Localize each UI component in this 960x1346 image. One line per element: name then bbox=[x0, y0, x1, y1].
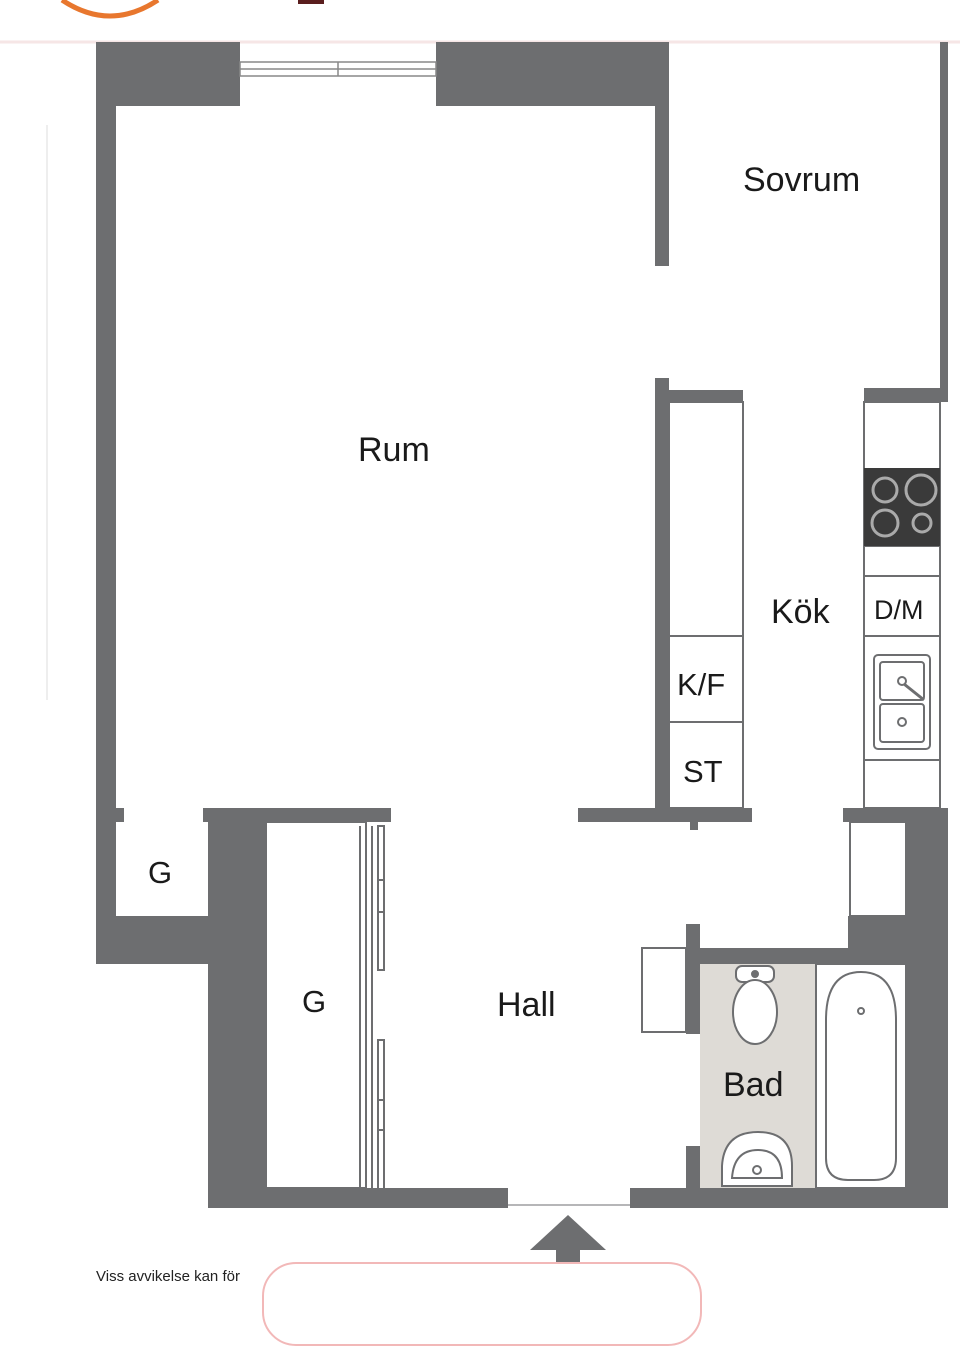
appliance-label-storage: ST bbox=[683, 754, 723, 789]
bathtub-icon bbox=[815, 963, 907, 1189]
disclaimer-text: Viss avvikelse kan för bbox=[96, 1268, 240, 1285]
wardrobe-doors bbox=[265, 821, 907, 1191]
room-label-garderob-2: G bbox=[302, 984, 326, 1019]
sink-icon bbox=[873, 654, 931, 750]
walls bbox=[96, 42, 948, 1208]
appliance-label-dishwasher: D/M bbox=[874, 595, 924, 625]
room-label-bad: Bad bbox=[723, 1066, 784, 1104]
appliance-label-fridge-freezer: K/F bbox=[677, 667, 725, 702]
room-label-rum: Rum bbox=[358, 431, 430, 469]
room-label-garderob-1: G bbox=[148, 855, 172, 890]
floor-plan: Sovrum Rum Kök D/M K/F ST G G Hall Bad bbox=[0, 0, 960, 1268]
stove-icon bbox=[864, 468, 940, 546]
top-bar bbox=[0, 0, 960, 42]
popup-overlay[interactable] bbox=[262, 1262, 702, 1346]
kitchen-fixtures bbox=[668, 401, 941, 809]
entrance-arrow-icon bbox=[508, 1204, 630, 1268]
toilet-icon bbox=[732, 965, 778, 1045]
room-label-kok: Kök bbox=[771, 593, 831, 631]
brand-logo bbox=[60, 0, 324, 19]
washbasin-icon bbox=[721, 1130, 793, 1187]
room-label-hall: Hall bbox=[497, 986, 556, 1024]
room-label-sovrum: Sovrum bbox=[743, 161, 860, 199]
window bbox=[239, 61, 437, 77]
